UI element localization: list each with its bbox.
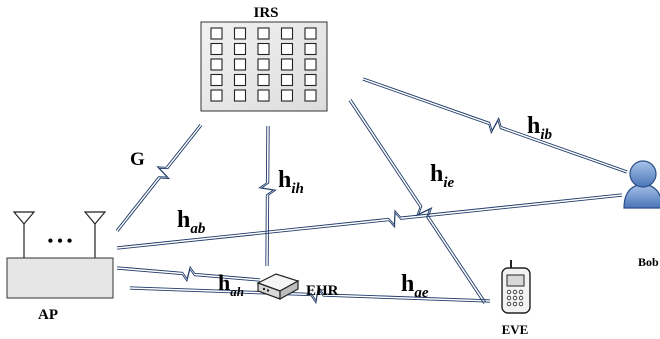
ehr-label: EHR	[306, 283, 339, 299]
link-hih	[258, 125, 277, 267]
link-label-hih-sub: ih	[291, 181, 304, 197]
irs-element	[233, 42, 247, 56]
link-g	[115, 124, 203, 232]
irs-element	[210, 58, 223, 71]
link-label-hie-symbol: h	[430, 161, 443, 187]
link-hie-line	[348, 100, 485, 304]
irs-element	[233, 73, 247, 87]
bob-label: Bob	[638, 255, 659, 269]
eve-label: EVE	[502, 322, 529, 337]
irs-element	[280, 42, 294, 56]
link-hab	[116, 193, 623, 250]
ap-label: AP	[38, 307, 58, 323]
irs-element	[280, 58, 294, 71]
irs-element	[210, 42, 223, 56]
irs-label: IRS	[253, 5, 278, 21]
link-label-hae-symbol: h	[401, 271, 414, 297]
link-label-hah-sub: ah	[230, 284, 244, 299]
irs-element	[304, 58, 317, 71]
irs-element	[257, 42, 270, 56]
antenna-icon	[83, 211, 107, 258]
irs-element	[257, 58, 270, 71]
link-g-line	[117, 125, 203, 232]
irs-element	[304, 89, 317, 102]
link-label-hah-symbol: h	[218, 270, 230, 295]
phone-icon	[501, 260, 531, 314]
irs-element	[280, 89, 294, 102]
link-label-g: G	[130, 149, 145, 170]
link-hab-line	[117, 195, 623, 250]
link-label-hab: hab	[177, 207, 206, 237]
router-icon	[256, 273, 300, 301]
link-hie	[348, 99, 487, 304]
irs-element	[257, 89, 270, 102]
irs-element-grid	[210, 27, 317, 102]
link-label-hih-symbol: h	[278, 167, 291, 193]
user-icon	[623, 160, 660, 209]
irs-element	[233, 27, 247, 40]
link-label-hab-sub: ab	[190, 221, 206, 237]
link-label-hab-symbol: h	[177, 207, 190, 233]
link-label-hah: hah	[218, 270, 244, 299]
ap-antenna-dots: • • •	[48, 233, 73, 250]
link-label-hae-sub: ae	[414, 285, 429, 301]
link-hie-line	[350, 99, 487, 303]
irs-node: IRS	[200, 5, 328, 112]
irs-element	[210, 73, 223, 87]
link-hah	[116, 265, 261, 283]
ap-node: • • • AP	[6, 211, 114, 323]
antenna-icon	[12, 211, 36, 258]
link-label-hib-sub: ib	[540, 127, 552, 143]
link-label-hih: hih	[278, 167, 304, 197]
channel-links	[115, 77, 628, 305]
link-hah-line	[116, 268, 260, 283]
irs-element	[210, 89, 223, 102]
eve-node: EVE	[501, 260, 531, 337]
link-label-hib-symbol: h	[527, 113, 540, 139]
irs-element	[257, 73, 270, 87]
bob-node: Bob	[623, 160, 660, 269]
link-label-hae: hae	[401, 271, 429, 301]
link-hib	[362, 77, 628, 174]
irs-element	[233, 58, 247, 71]
ehr-node: EHR	[256, 273, 339, 301]
irs-element	[304, 42, 317, 56]
irs-element	[304, 27, 317, 40]
link-label-g-symbol: G	[130, 149, 145, 170]
irs-element	[210, 27, 223, 40]
link-label-hie: hie	[430, 161, 455, 191]
link-label-hib: hib	[527, 113, 553, 143]
irs-element	[304, 73, 317, 87]
link-hih-line	[260, 125, 277, 267]
irs-element	[233, 89, 247, 102]
irs-element	[280, 27, 294, 40]
link-label-hie-sub: ie	[443, 175, 454, 191]
irs-element	[280, 73, 294, 87]
irs-element	[257, 27, 270, 40]
link-hib-line	[362, 79, 627, 174]
link-hih-line	[258, 125, 275, 267]
